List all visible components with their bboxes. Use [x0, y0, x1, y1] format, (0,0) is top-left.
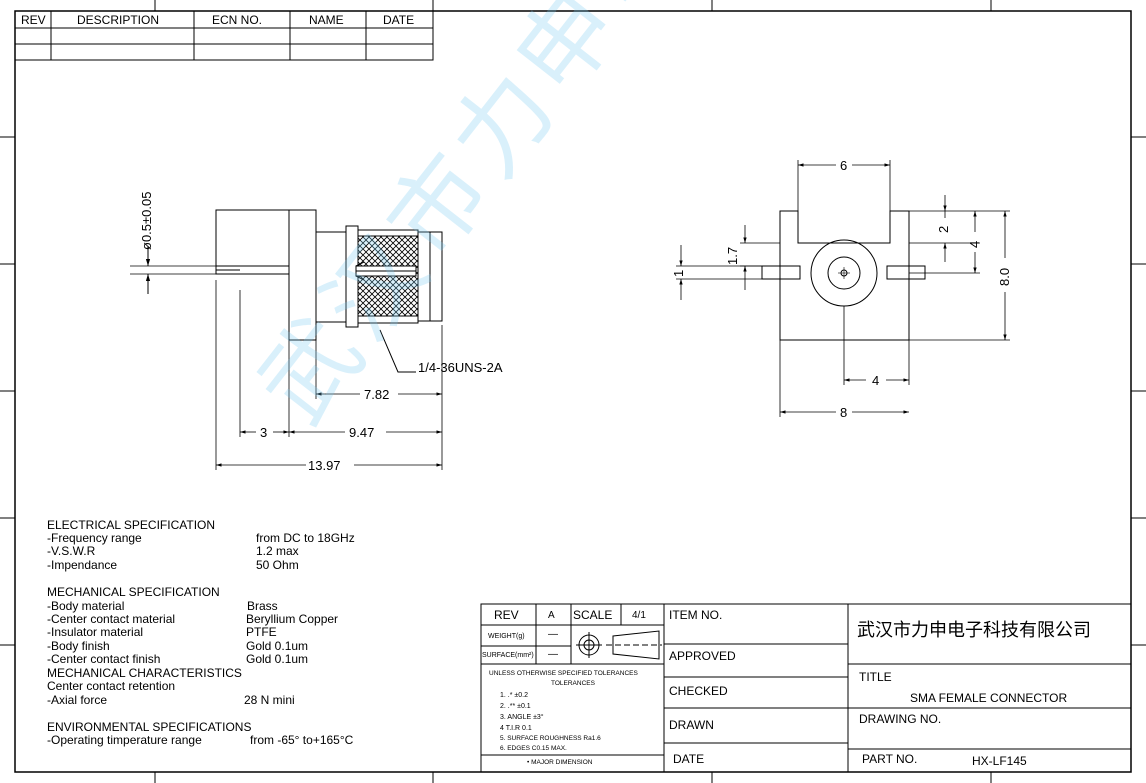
pin-diameter-label: ø0.5±0.05 [139, 191, 154, 250]
spec-label: Center contact retention [47, 679, 176, 693]
spec-value: Brass [247, 599, 278, 613]
surface-label: SURFACE(mm²) [482, 652, 534, 659]
dim-4-vertical: 4 [967, 240, 982, 248]
dim-8-0-vertical: 8.0 [997, 267, 1012, 286]
spec-label: -Body finish [47, 639, 110, 653]
dim-2: 2 [936, 225, 951, 233]
tolerance-item: 6. EDGES C0.15 MAX. [500, 745, 567, 752]
tolerance-item: 5. SURFACE ROUGHNESS Ra1.6 [500, 735, 601, 742]
side-view-dimensions [215, 280, 443, 470]
front-view-dimensions [676, 160, 1010, 417]
title-block-grid [480, 603, 1132, 773]
dim-7-82: 7.82 [364, 387, 390, 402]
spec-label: -Center contact material [47, 612, 176, 626]
dim-6: 6 [840, 158, 848, 173]
tolerance-item: 2. .** ±0.1 [500, 703, 531, 710]
part-no-value: HX-LF145 [972, 754, 1027, 768]
part-no-label: PART NO. [862, 752, 918, 766]
weight-value: — [548, 629, 558, 640]
dim-9-47: 9.47 [349, 425, 375, 440]
drawn-label: DRAWN [669, 718, 714, 732]
weight-label: WEIGHT(g) [488, 633, 525, 640]
dim-13-97: 13.97 [308, 458, 341, 473]
rev-header: REV [21, 13, 46, 27]
tolerance-item: 3. ANGLE ±3° [500, 714, 544, 721]
spec-value: 1.2 max [256, 544, 299, 558]
spec-value: Gold 0.1um [246, 639, 309, 653]
mechanical-title: MECHANICAL SPECIFICATION [47, 585, 220, 599]
tolerance-title: UNLESS OTHERWISE SPECIFIED TOLERANCES [489, 670, 638, 677]
spec-label: -Impendance [47, 558, 118, 572]
electrical-title: ELECTRICAL SPECIFICATION [47, 518, 216, 532]
spec-value: PTFE [246, 625, 277, 639]
dim-8-horizontal: 8 [840, 405, 848, 420]
front-view [761, 210, 926, 341]
tolerance-subtitle: TOLERANCES [551, 680, 595, 687]
spec-label: -Body material [47, 599, 125, 613]
item-no-label: ITEM NO. [669, 608, 723, 622]
spec-label: -Axial force [47, 693, 108, 707]
dim-1: 1 [671, 269, 686, 277]
spec-label: -Insulator material [47, 625, 144, 639]
name-header: NAME [309, 13, 344, 27]
thread-label: 1/4-36UNS-2A [418, 360, 503, 375]
major-dimension: • MAJOR DIMENSION [527, 759, 593, 766]
dim-3: 3 [260, 425, 268, 440]
company-name: 武汉市力申电子科技有限公司 [857, 620, 1091, 641]
surface-value: — [548, 649, 558, 660]
tolerance-item: 4 T.I.R 0.1 [500, 725, 532, 732]
ecn-header: ECN NO. [212, 13, 263, 27]
checked-label: CHECKED [669, 684, 728, 698]
spec-value: from -65° to+165°C [250, 733, 354, 747]
spec-label: -V.S.W.R [47, 544, 96, 558]
spec-value: Beryllium Copper [246, 612, 339, 626]
spec-value: from DC to 18GHz [256, 531, 355, 545]
title-value: SMA FEMALE CONNECTOR [910, 691, 1068, 705]
date-label: DATE [673, 752, 705, 766]
dim-4-horizontal: 4 [872, 373, 880, 388]
scale-label: SCALE [573, 608, 613, 622]
spec-value: 28 N mini [244, 693, 295, 707]
mech-char-title: MECHANICAL CHARACTERISTICS [47, 666, 242, 680]
spec-label: -Center contact finish [47, 652, 161, 666]
revision-table-grid [14, 10, 434, 61]
spec-label: -Frequency range [47, 531, 142, 545]
tolerance-item: 1. .* ±0.2 [500, 692, 528, 699]
approved-label: APPROVED [669, 649, 736, 663]
scale-value: 4/1 [632, 610, 646, 621]
env-title: ENVIRONMENTAL SPECIFICATIONS [47, 720, 252, 734]
spec-label: -Operating timperature range [47, 733, 202, 747]
rev-label: REV [494, 608, 519, 622]
date-header: DATE [383, 13, 415, 27]
side-view [130, 209, 443, 373]
description-header: DESCRIPTION [77, 13, 160, 27]
drawing-no-label: DRAWING NO. [859, 712, 942, 726]
spec-value: Gold 0.1um [246, 652, 309, 666]
rev-value: A [548, 610, 555, 621]
dim-1-7: 1.7 [725, 246, 740, 265]
title-label: TITLE [859, 670, 892, 684]
spec-value: 50 Ohm [256, 558, 299, 572]
